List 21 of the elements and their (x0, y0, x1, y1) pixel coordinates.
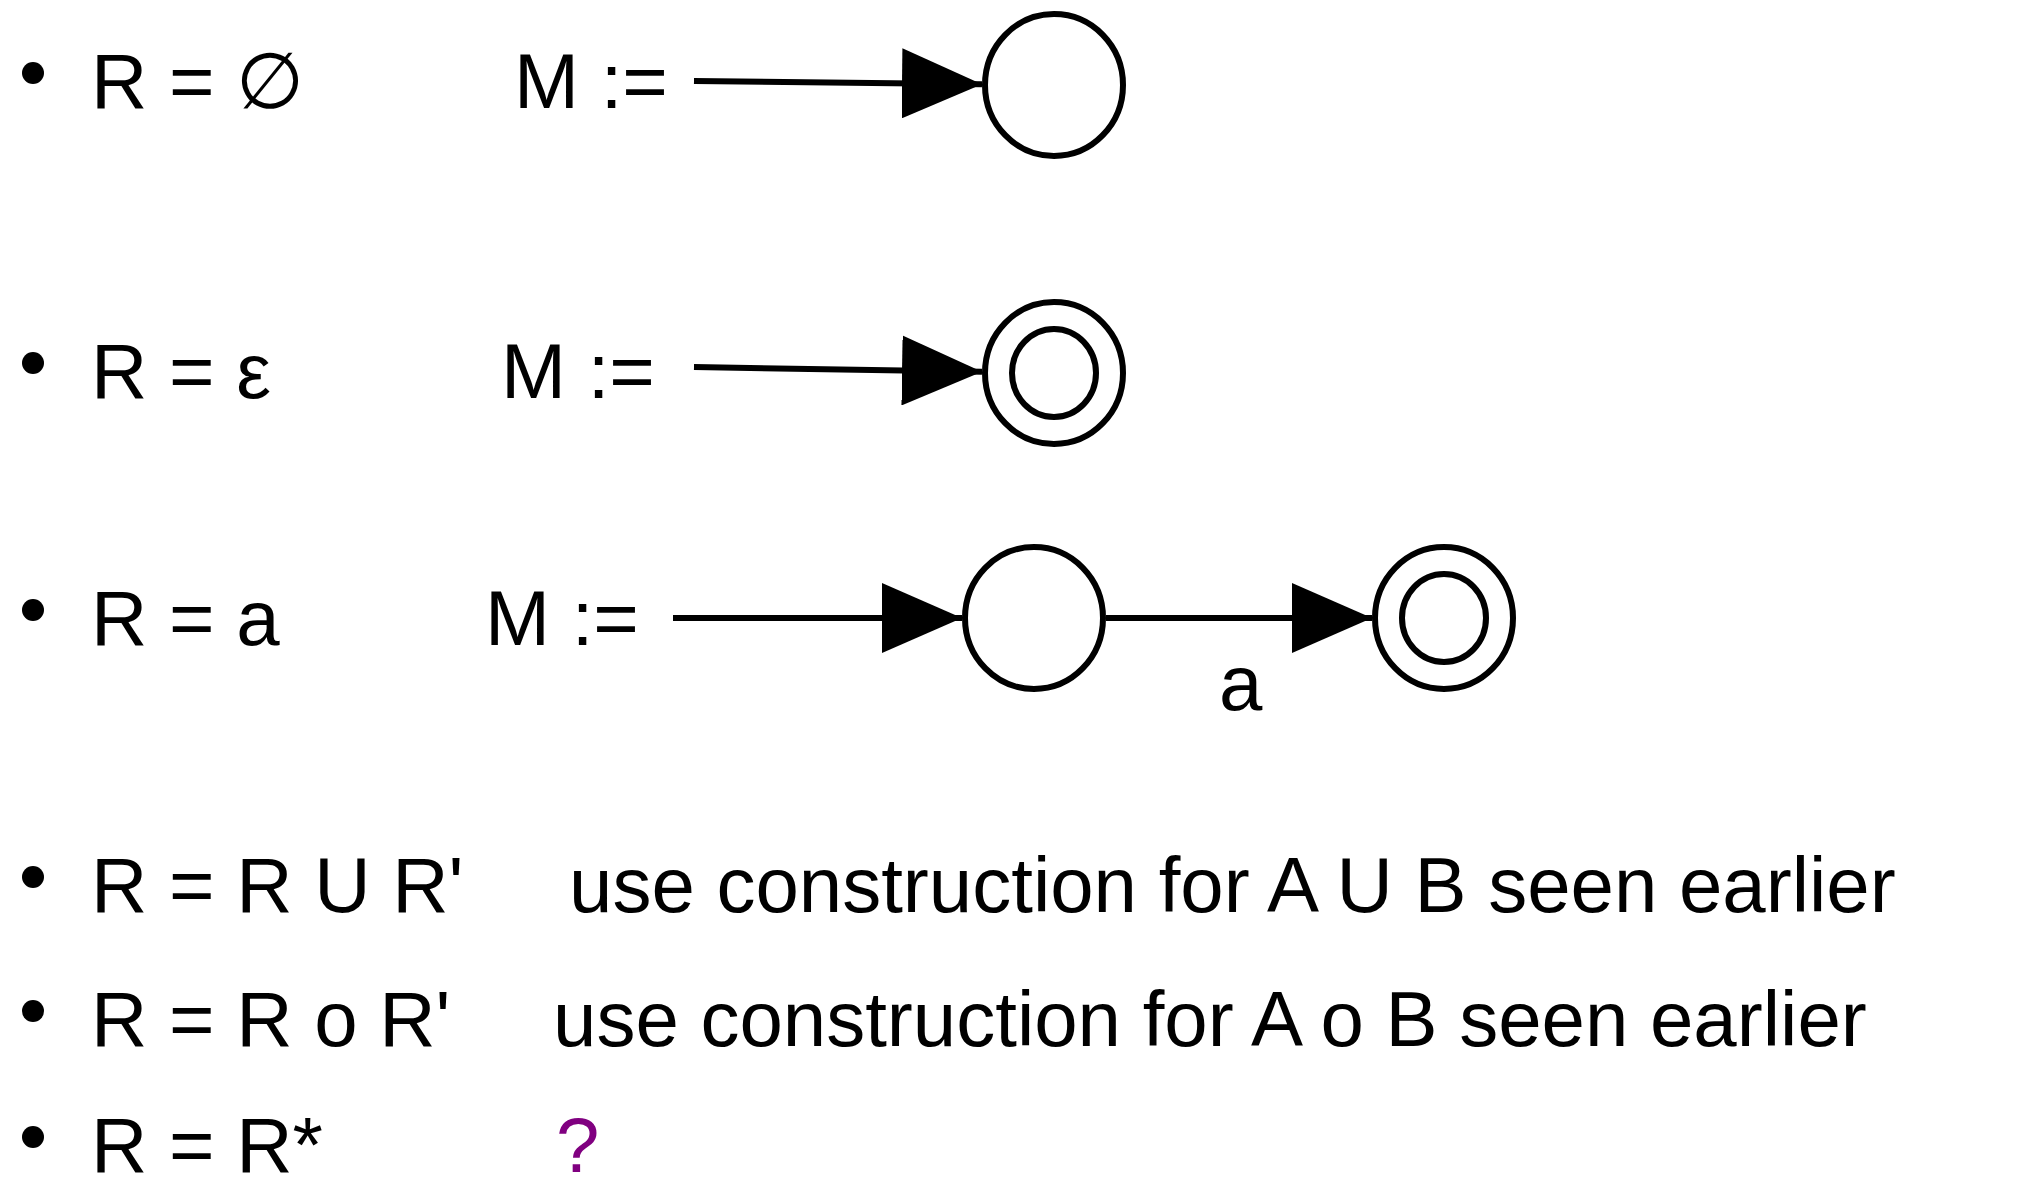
formula-text: R = R* (91, 1106, 323, 1180)
state-circle (982, 11, 1126, 159)
formula-text: R = R o R' (91, 980, 451, 1058)
formula-text: R = ε (91, 332, 271, 410)
arrow (693, 335, 983, 406)
edge-label: a (1219, 644, 1263, 722)
assignment-text: M := (485, 579, 639, 657)
arrow (1106, 583, 1372, 653)
formula-text: R = R U R' (91, 846, 464, 924)
assignment-text: M := (514, 42, 668, 120)
state-circle (962, 544, 1106, 692)
note-text: use construction for A o B seen earlier (553, 980, 1867, 1058)
arrow (673, 583, 962, 653)
formula-text: R = ∅ (91, 42, 305, 120)
formula-text: R = a (91, 579, 280, 657)
question-mark: ? (556, 1106, 600, 1180)
accept-state-circle (1372, 544, 1516, 692)
note-text: use construction for A U B seen earlier (569, 846, 1896, 924)
accept-state-circle (982, 299, 1126, 447)
arrow (693, 48, 983, 119)
assignment-text: M := (501, 332, 655, 410)
